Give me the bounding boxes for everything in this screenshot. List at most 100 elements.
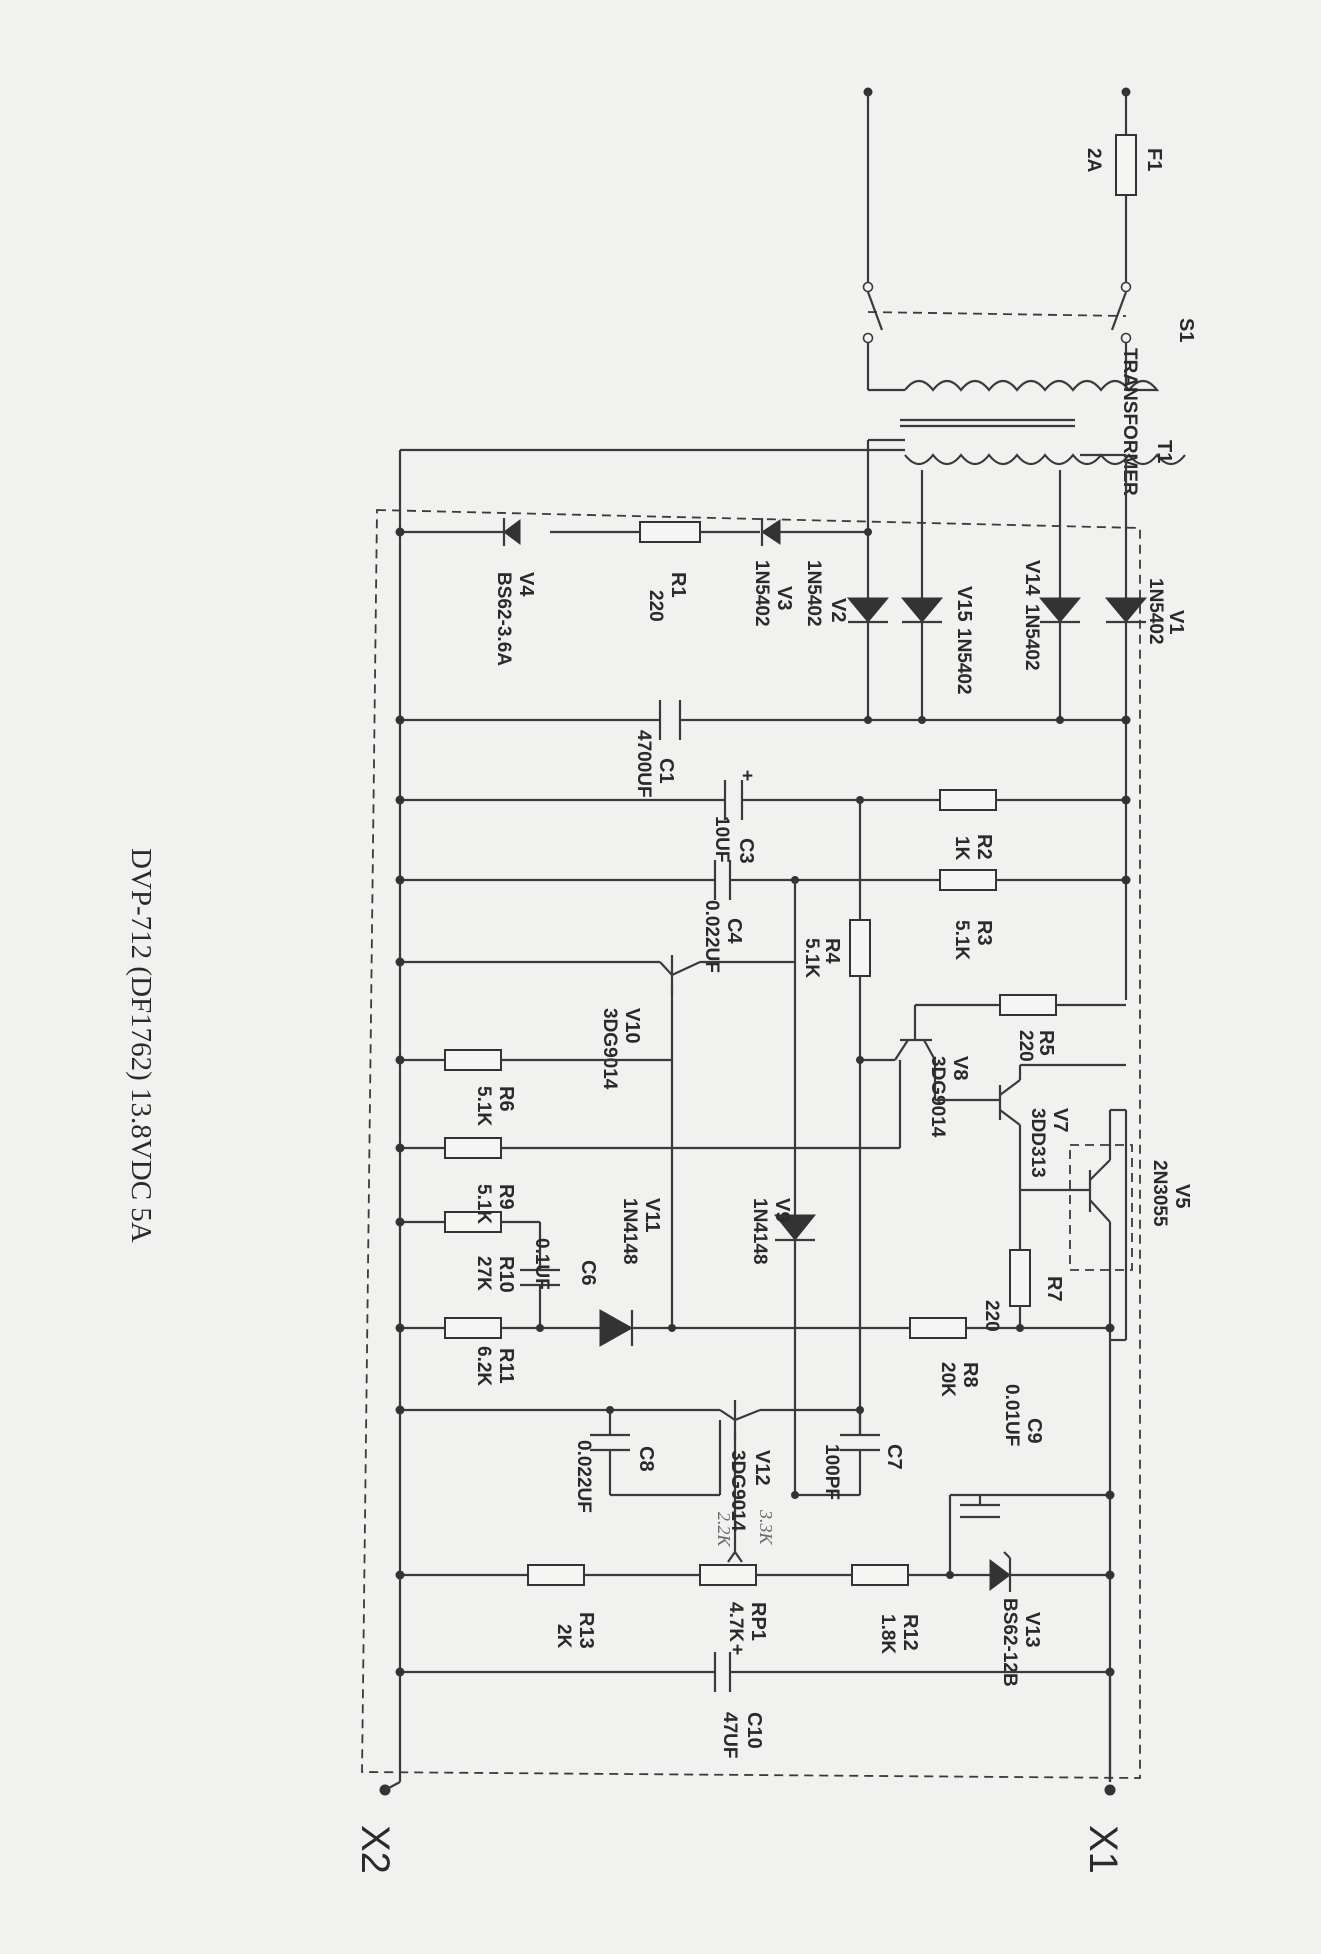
f1-value: 2A [1083,148,1104,173]
switch-gang-line [867,311,1127,317]
c4-value: 0.022UF [701,900,722,973]
capacitor-c4 [713,860,732,900]
r6-value: 5.1K [473,1086,494,1126]
handwritten-note-2: 2.2K [714,1512,734,1548]
c4-label: C4 [723,918,745,944]
c6-value: 0.1UF [531,1238,552,1290]
diode-v2 [846,582,890,720]
capacitor-c10: + [713,1640,743,1692]
potentiometer-rp1 [699,1564,757,1586]
rp1-value: 4.7K [725,1602,746,1642]
terminal-x1 [1104,1784,1116,1796]
transistor-v7 [935,1063,1126,1190]
zener-v13 [989,1551,1012,1592]
transistor-v10 [659,955,701,1330]
v1-value: 1N5402 [1145,578,1166,645]
v11-label: V11 [641,1198,663,1232]
transistor-v12 [719,1400,761,1552]
resistor-r6b [444,1137,502,1159]
resistor-r2 [939,789,997,811]
v4-label: V4 [515,572,537,597]
v5-label: V5 [1171,1184,1193,1208]
r7-value: 220 [981,1300,1002,1332]
c8-value: 0.022UF [573,1440,594,1513]
terminal-x1-label: X1 [1081,1825,1125,1874]
r7-label: R7 [1043,1276,1065,1302]
v13-value: BS62-12B [999,1598,1020,1687]
c3-label: C3 [735,838,757,864]
v12-label: V12 [751,1450,773,1486]
v3-value: 1N5402 [751,560,772,627]
c7-value: 100PF [821,1444,842,1500]
handwritten-note-1: 3.3K [756,1509,776,1546]
v11-value: 1N4148 [619,1198,640,1265]
r1-value: 220 [645,590,666,622]
resistor-r4 [849,919,871,977]
s1-contact [1120,281,1132,293]
c9-value: 0.01UF [1001,1384,1022,1446]
diode-v9 [773,1200,817,1495]
r11-label: R11 [495,1348,517,1384]
c6-label: C6 [577,1260,599,1286]
r2-value: 1K [951,836,972,861]
r1-label: R1 [667,572,689,598]
r10-label: R10 [495,1256,517,1293]
v9-label: V9 [771,1198,793,1222]
r9-label: R9 [495,1184,517,1210]
c3-value: 10UF [711,816,732,862]
resistor-r12 [851,1564,909,1586]
transformer-primary-winding [904,379,1160,392]
r5-value: 220 [1015,1030,1036,1062]
v7-label: V7 [1049,1108,1071,1132]
capacitor-c3: + [723,766,753,820]
diode-v3 [760,518,781,546]
v1-label: V1 [1165,610,1187,634]
v15-label: V15 [953,586,975,622]
svg-text:+: + [732,1640,743,1661]
capacitor-c7 [840,1433,880,1452]
diode-v1 [1104,582,1148,720]
switch-s1 [1110,291,1128,331]
fuse-f1 [1115,134,1137,196]
c10-value: 47UF [719,1712,740,1758]
r11-value: 6.2K [473,1346,494,1386]
v15-value: 1N5402 [953,628,974,695]
v9-value: 1N4148 [749,1198,770,1265]
r12-value: 1.8K [877,1614,898,1654]
c10-label: C10 [743,1712,765,1749]
s1-label: S1 [1175,318,1197,342]
transistor-v8 [860,1005,937,1100]
r12-label: R12 [899,1614,921,1651]
t1-label: T1 [1153,440,1175,463]
c7-label: C7 [883,1444,905,1470]
v13-label: V13 [1021,1612,1043,1648]
resistor-r7 [1009,1249,1031,1307]
r8-label: R8 [959,1362,981,1388]
v2-value: 1N5402 [803,560,824,627]
resistor-r13 [527,1564,585,1586]
transformer-secondary-winding [904,453,1186,466]
capacitor-c9 [960,1495,1000,1519]
v8-label: V8 [949,1056,971,1080]
resistor-r1 [639,521,701,543]
diode-v14 [1038,582,1082,720]
r5-label: R5 [1035,1030,1057,1056]
r4-value: 5.1K [801,938,822,978]
t1-value: TRANSFORMER [1119,348,1140,496]
r8-value: 20K [937,1362,958,1397]
v10-label: V10 [621,1008,643,1044]
resistor-r6 [444,1049,502,1071]
svg-text:+: + [742,766,753,787]
rp1-label: RP1 [747,1602,769,1641]
c1-label: C1 [655,758,677,784]
resistor-r3 [939,869,997,891]
capacitor-c1 [658,700,682,740]
v5-value: 2N3055 [1149,1160,1170,1227]
capacitor-c8 [590,1433,630,1452]
terminal-x2-label: X2 [353,1825,397,1874]
c8-label: C8 [635,1446,657,1472]
v7-value: 3DD313 [1027,1108,1048,1178]
v8-value: 3DG9014 [927,1056,948,1138]
